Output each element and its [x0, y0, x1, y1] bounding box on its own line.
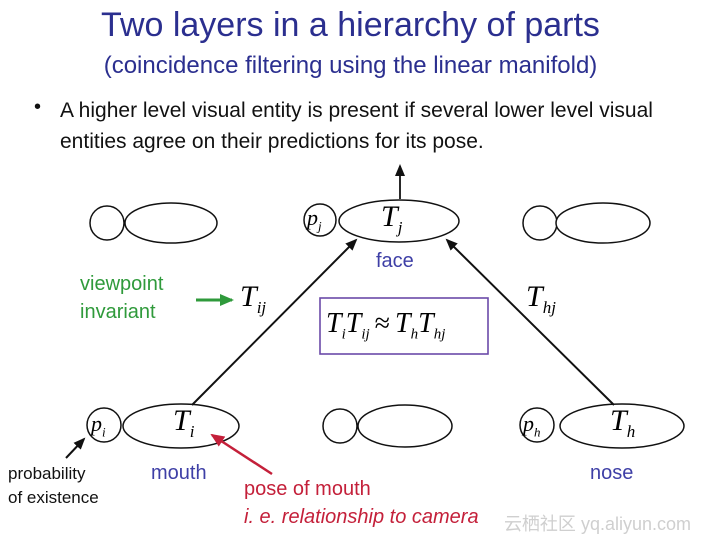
probability-of-existence-label: probability of existence [8, 464, 99, 507]
nose-pose-symbol: Th [610, 404, 636, 441]
nose-probability-symbol: ph [523, 411, 541, 440]
equation-box [319, 297, 489, 355]
face-pose-symbol: Tj [381, 200, 403, 237]
bullet-text: A higher level visual entity is present … [60, 99, 653, 153]
bottom-center-capsule [322, 404, 453, 448]
bottom-right-capsule [519, 403, 685, 449]
slide-subtitle: (coincidence filtering using the linear … [103, 52, 598, 79]
mouth-label: mouth [151, 462, 207, 484]
top-center-capsule [303, 199, 460, 243]
edge-label-thj: Thj [526, 280, 556, 317]
edge-mouth-to-face [191, 238, 358, 406]
top-left-capsule [89, 202, 218, 244]
bullet-marker: • [34, 96, 42, 118]
top-right-capsule [522, 202, 651, 244]
mouth-pose-symbol: Ti [173, 404, 195, 441]
pose-of-mouth-label: pose of mouth i. e. relationship to came… [244, 478, 479, 528]
viewpoint-invariant-label: viewpoint invariant [80, 273, 164, 323]
slide-title: Two layers in a hierarchy of parts [101, 6, 600, 44]
edge-label-tij: Tij [240, 280, 267, 317]
edge-nose-to-face [445, 238, 615, 406]
nose-label: nose [590, 462, 634, 484]
pose-arrow [210, 433, 273, 476]
face-label: face [376, 250, 414, 272]
watermark: 云栖社区 yq.aliyun.com [503, 514, 691, 534]
face-probability-symbol: pj [307, 205, 322, 234]
bottom-left-capsule [86, 403, 240, 449]
probability-arrow [65, 437, 86, 459]
mouth-probability-symbol: pi [91, 411, 106, 440]
coincidence-equation: TiTij≈ThThj [326, 308, 446, 343]
